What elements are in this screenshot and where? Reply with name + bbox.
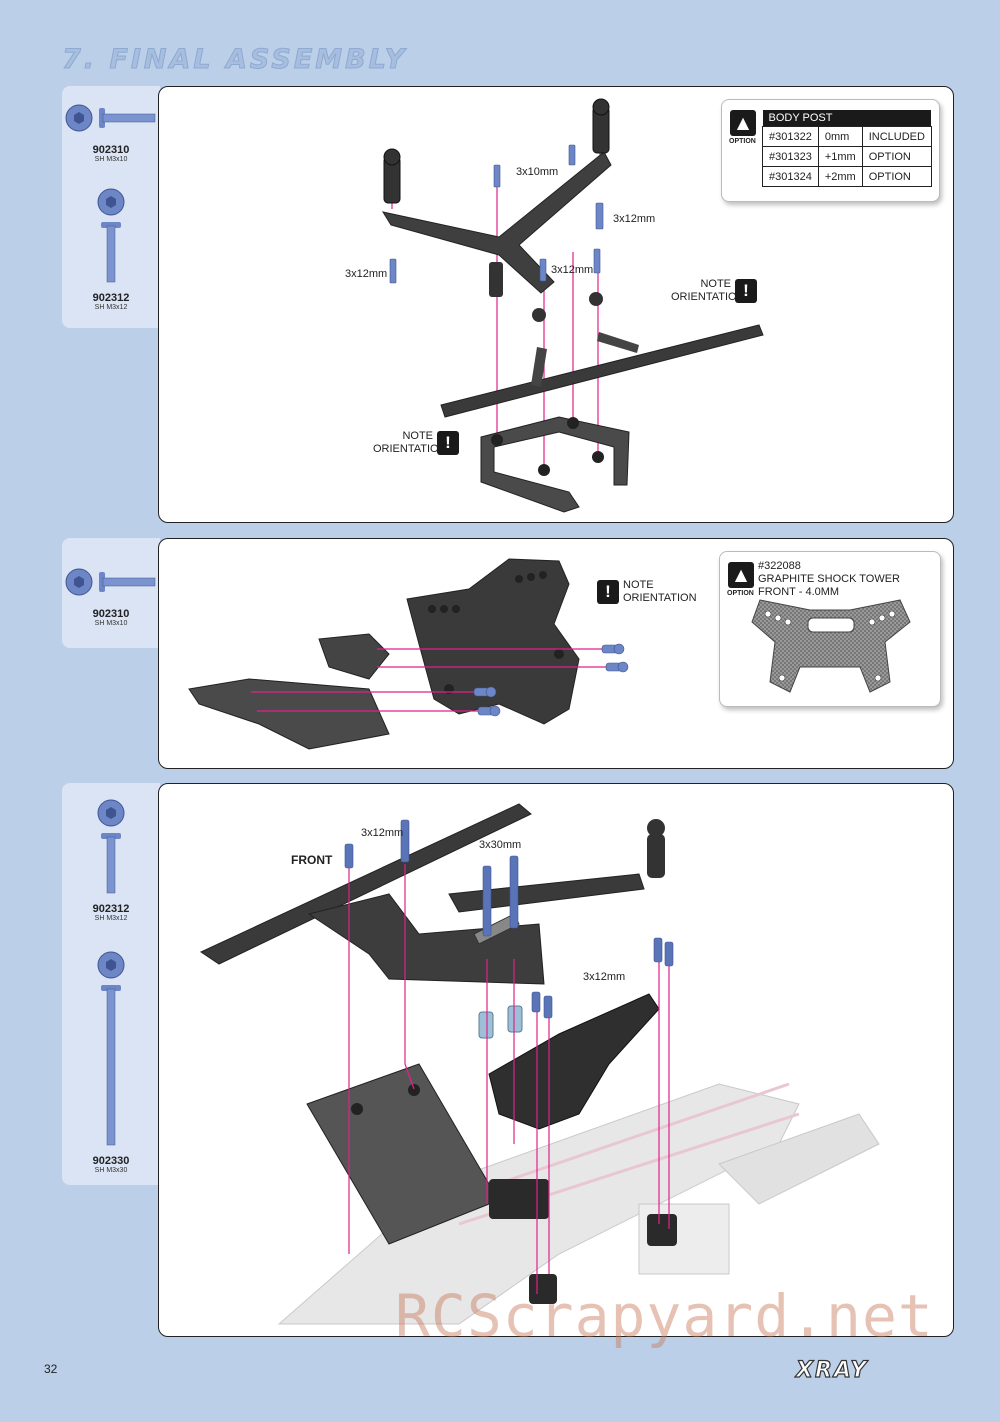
parts-panel-step1: 902310 SH M3x10 902312 SH M3x12 <box>62 86 160 328</box>
page-number: 32 <box>44 1362 58 1376</box>
option-label: OPTION <box>727 590 754 597</box>
part-desc: SH M3x12 <box>94 304 128 311</box>
option-box-body-post: ▲ OPTION BODY POST #301322 0mm INCLUDED … <box>721 99 940 202</box>
label-front: FRONT <box>291 853 333 867</box>
part-code: 902310 <box>92 144 130 156</box>
step1-panel: 3x10mm 3x12mm 3x12mm 3x12mm NOTE ORIENTA… <box>158 86 954 523</box>
part-code: 902312 <box>92 292 130 304</box>
screw-m3x12-icon <box>97 188 125 283</box>
label-3x12mm-center: 3x12mm <box>551 264 593 276</box>
warning-icon: ! <box>437 431 459 455</box>
screw-m3x30-icon <box>97 951 125 1146</box>
option-box-graphite-tower: ▲ OPTION #322088 GRAPHITE SHOCK TOWER FR… <box>719 551 941 707</box>
table-row: #301322 0mm INCLUDED <box>762 126 932 147</box>
part-code: 902330 <box>92 1155 130 1167</box>
note-orientation: NOTE ORIENTATION <box>623 579 697 604</box>
body-post-mount-diagram: 3x10mm 3x12mm 3x12mm 3x12mm <box>345 98 764 513</box>
parts-panel-step3: 902312 SH M3x12 902330 SH M3x30 <box>62 783 160 1185</box>
watermark: RCScrapyard.net <box>395 1282 934 1350</box>
part-code: 902310 <box>92 608 130 620</box>
option-label: OPTION <box>729 138 756 145</box>
warning-icon: ! <box>597 580 619 604</box>
warning-icon: ! <box>735 279 757 303</box>
thumbs-up-icon: ▲ <box>730 110 756 136</box>
screw-m3x10-icon <box>65 104 156 132</box>
part-code: 902312 <box>92 903 130 915</box>
parts-panel-step2: 902310 SH M3x10 <box>62 538 160 648</box>
thumbs-up-icon: ▲ <box>728 562 754 588</box>
part-desc: SH M3x12 <box>94 915 128 922</box>
shock-tower-assembly-diagram <box>188 558 629 750</box>
part-desc: SH M3x10 <box>94 620 128 627</box>
label-3x12mm-top: 3x12mm <box>361 827 403 839</box>
table-header: BODY POST <box>762 110 932 127</box>
step3-panel: 3x12mm 3x30mm 3x12mm FRONT <box>158 783 954 1337</box>
table-row: #301324 +2mm OPTION <box>762 166 932 187</box>
step2-panel: ! NOTE ORIENTATION ▲ OPTION #322088 GRAP… <box>158 538 954 769</box>
part-902310: 902310 SH M3x10 <box>62 564 160 627</box>
label-3x12mm-right: 3x12mm <box>583 971 625 983</box>
part-902312: 902312 SH M3x12 <box>62 188 160 311</box>
label-3x30mm: 3x30mm <box>479 839 521 851</box>
part-902310: 902310 SH M3x10 <box>62 100 160 163</box>
part-desc: SH M3x10 <box>94 156 128 163</box>
part-desc: SH M3x30 <box>94 1167 128 1174</box>
label-3x12mm-left: 3x12mm <box>345 268 387 280</box>
note-orientation-bottom: NOTE ORIENTATION <box>373 430 447 455</box>
part-902330: 902330 SH M3x30 <box>62 951 160 1174</box>
label-3x10mm: 3x10mm <box>516 166 558 178</box>
table-row: #301323 +1mm OPTION <box>762 146 932 167</box>
part-902312: 902312 SH M3x12 <box>62 799 160 922</box>
option-title: #322088 GRAPHITE SHOCK TOWER FRONT - 4.0… <box>758 560 901 598</box>
label-3x12mm-right: 3x12mm <box>613 213 655 225</box>
brand-logo: XRAY <box>795 1357 869 1383</box>
screw-m3x10-icon <box>65 568 156 596</box>
page-title: 7. FINAL ASSEMBLY <box>61 44 408 76</box>
graphite-shock-tower-icon <box>751 599 911 693</box>
body-post-table: BODY POST #301322 0mm INCLUDED #301323 +… <box>762 110 932 187</box>
front-assembly-diagram: 3x12mm 3x30mm 3x12mm FRONT <box>199 803 880 1325</box>
note-orientation-top: NOTE ORIENTATION <box>671 278 745 303</box>
screw-m3x12-icon <box>97 799 125 894</box>
